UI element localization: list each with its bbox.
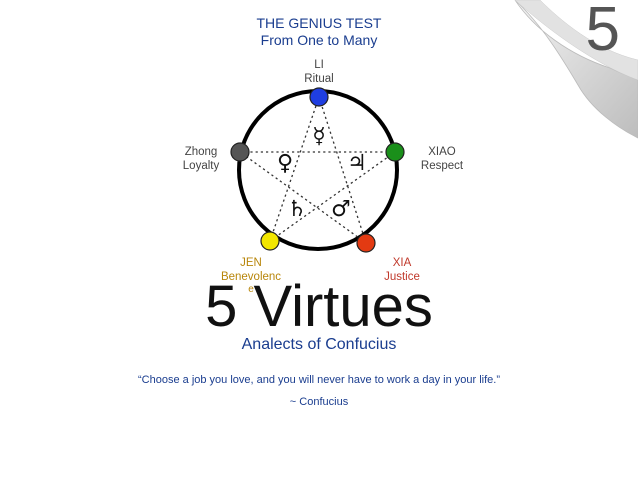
quote: “Choose a job you love, and you will nev… (138, 374, 500, 386)
label-jen-name: JEN (240, 257, 262, 269)
page-curl (514, 0, 638, 139)
node-xiao (385, 142, 405, 162)
pentagram-diagram: ☿ ♀ ♃ ♄ ♂ (230, 87, 405, 253)
label-xiao-virtue: Respect (420, 160, 464, 172)
label-li-virtue: Ritual (304, 73, 334, 85)
node-li (309, 87, 329, 107)
label-jen: JEN Benevolenc e (206, 256, 296, 296)
mercury-icon: ☿ (312, 124, 326, 149)
label-jen-virtue: Benevolenc (220, 271, 282, 283)
label-xia-virtue: Justice (384, 271, 420, 283)
node-xia (356, 233, 376, 253)
label-xiao-name: XIAO (428, 146, 456, 158)
outer-circle (237, 89, 399, 251)
subtitle: Analects of Confucius (241, 336, 397, 353)
page-number: 5 (585, 0, 620, 64)
citation: ~ Confucius (289, 396, 349, 408)
jupiter-icon: ♃ (347, 151, 367, 176)
pentagram-lines (239, 96, 396, 244)
label-li-name: LI (314, 59, 324, 71)
mars-icon: ♂ (331, 197, 351, 222)
venus-icon: ♀ (277, 151, 293, 176)
saturn-icon: ♄ (287, 197, 307, 222)
label-li: LI Ritual (274, 58, 364, 86)
hero-title: 5 Virtues (0, 276, 638, 338)
header-title: THE GENIUS TEST (256, 15, 382, 31)
label-zhong: Zhong Loyalty (156, 145, 246, 173)
node-jen (260, 231, 280, 251)
label-zhong-name: Zhong (184, 146, 218, 158)
hero-word: Virtues (253, 274, 433, 339)
label-xia: XIA Justice (357, 256, 447, 284)
label-jen-virtue-tail: e (248, 284, 254, 295)
label-xia-name: XIA (392, 257, 412, 269)
hero-number: 5 (205, 274, 238, 339)
label-zhong-virtue: Loyalty (182, 160, 220, 172)
node-zhong (230, 142, 250, 162)
header-subtitle: From One to Many (260, 32, 378, 48)
label-xiao: XIAO Respect (397, 145, 487, 173)
